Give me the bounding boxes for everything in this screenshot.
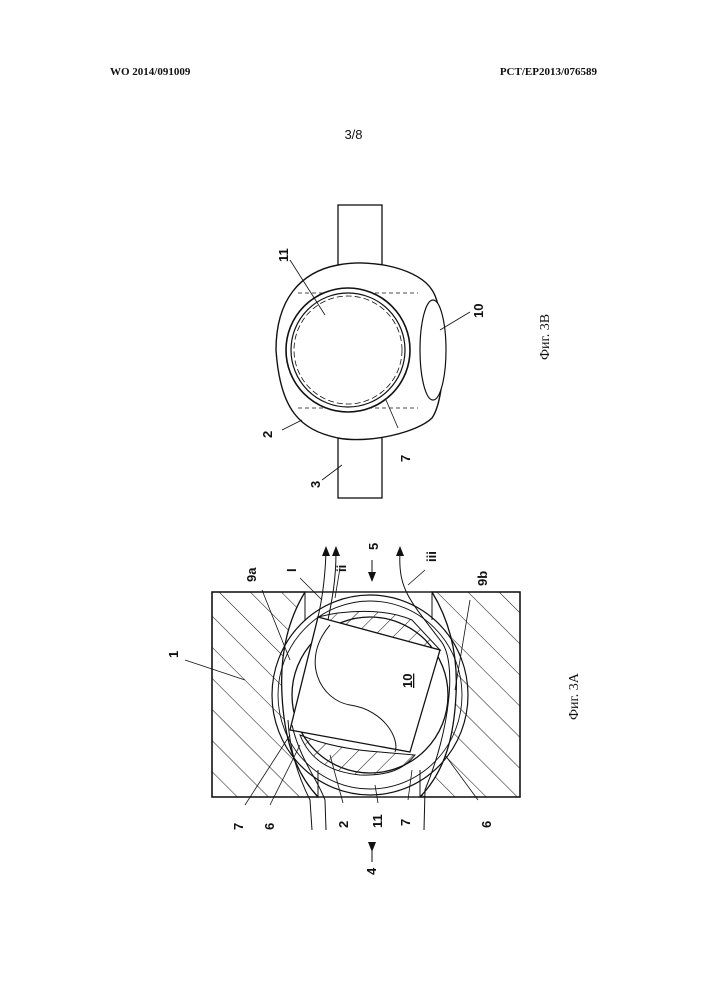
caption-figure-3a: Фиг. 3А — [567, 672, 582, 720]
label-gap-6-left: 6 — [262, 823, 277, 830]
stem-shaft-3 — [338, 432, 382, 498]
label-bore-10: 10 — [400, 674, 415, 688]
label-seal-7-left: 7 — [231, 823, 246, 830]
label-stem-3: 3 — [308, 481, 323, 488]
side-opening-10 — [420, 300, 446, 400]
label-flow-iii: iii — [424, 551, 439, 562]
label-housing-1: 1 — [166, 651, 181, 658]
caption-figure-3b: Фиг. 3В — [538, 314, 553, 360]
bore-opening-11 — [286, 288, 410, 412]
label-gap-6-right: 6 — [479, 821, 494, 828]
figure-3a-drawing: 1 9a I ii 5 iii 9b 10 7 6 2 11 7 6 4 Фиг… — [166, 543, 582, 875]
label-ball-2: 2 — [260, 431, 275, 438]
label-outlet-5: 5 — [366, 543, 381, 550]
label-flow-i: I — [284, 568, 299, 572]
ball-plug — [290, 611, 448, 775]
figure-3b-drawing: 11 10 2 7 3 Фиг. 3В — [260, 205, 553, 498]
label-chamber-9a: 9a — [244, 567, 259, 582]
label-inlet-4: 4 — [364, 867, 379, 875]
label-surface-11: 11 — [370, 814, 385, 828]
label-bore-11: 11 — [276, 248, 291, 262]
label-seal-7-right: 7 — [398, 819, 413, 826]
label-seal-7: 7 — [398, 455, 413, 462]
label-chamber-9b: 9b — [475, 571, 490, 586]
label-opening-10: 10 — [471, 304, 486, 318]
label-flow-ii: ii — [334, 565, 349, 572]
label-ball-2: 2 — [336, 821, 351, 828]
